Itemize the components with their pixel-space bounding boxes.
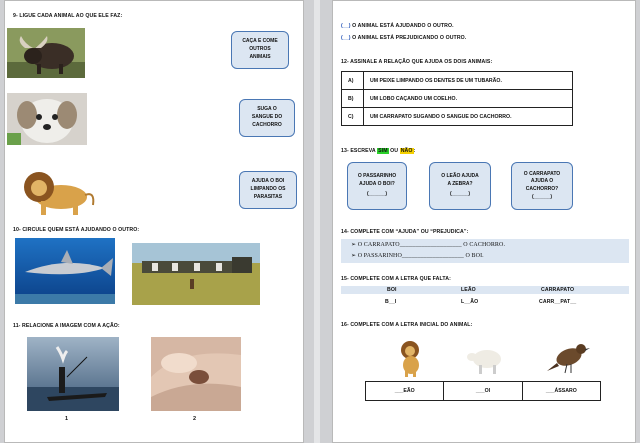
- q11-option-2[interactable]: (__) O ANIMAL ESTÁ PREJUDICANDO O OUTRO.: [341, 35, 466, 41]
- q11-option-1[interactable]: (__) O ANIMAL ESTÁ AJUDANDO O OUTRO.: [341, 23, 454, 29]
- q16-answer-1[interactable]: ___EÃO: [366, 382, 445, 400]
- q11-option-2-text: O ANIMAL ESTÁ PREJUDICANDO O OUTRO.: [352, 35, 467, 41]
- q15-header-1: BOI: [387, 287, 397, 293]
- buffalo-photo: [7, 28, 85, 78]
- q16-answer-box: ___EÃO ___OI ___ÁSSARO: [365, 381, 601, 401]
- q15-answer-1[interactable]: B__I: [385, 299, 397, 305]
- q16-answer-3[interactable]: ___ÁSSARO: [545, 388, 577, 394]
- q11-option-1-text: O ANIMAL ESTÁ AJUDANDO O OUTRO.: [352, 23, 454, 29]
- table-row[interactable]: C)UM CARRAPATO SUGANDO O SANGUE DO CACHO…: [341, 107, 573, 126]
- q14-line-1[interactable]: ➢ O CARRAPATO____________________ O CACH…: [351, 242, 506, 248]
- lion-small: [397, 339, 423, 377]
- q14-title: 14- COMPLETE COM “AJUDA” OU “PREJUDICA”:: [341, 229, 469, 235]
- q11-title: 11- RELACIONE A IMAGEM COM A AÇÃO:: [13, 323, 120, 329]
- q15-title: 15- COMPLETE COM A LETRA QUE FALTA:: [341, 276, 451, 282]
- q11-option-2-mark: (__): [341, 35, 351, 41]
- q15-answer-2[interactable]: L__ÃO: [461, 299, 479, 305]
- image-number-1: 1: [65, 416, 69, 422]
- zebras-photo[interactable]: [132, 243, 260, 305]
- no-word: NÃO: [399, 148, 414, 154]
- lion-drawing: [17, 161, 97, 219]
- dog-photo: [7, 93, 87, 145]
- q16-answer-2[interactable]: ___OI: [444, 382, 523, 400]
- q12-table: A)UM PEIXE LIMPANDO OS DENTES DE UM TUBA…: [341, 71, 573, 126]
- q15-answer-3[interactable]: CARR__PAT__: [539, 299, 577, 305]
- table-row[interactable]: B)UM LOBO CAÇANDO UM COELHO.: [341, 89, 573, 108]
- tick-on-dog-photo: [151, 337, 241, 411]
- q14-band: [341, 239, 629, 263]
- table-row[interactable]: A)UM PEIXE LIMPANDO OS DENTES DE UM TUBA…: [341, 71, 573, 90]
- q11-option-1-mark: (__): [341, 23, 351, 29]
- page-gutter: [314, 0, 320, 443]
- q12-title: 12- ASSINALE A RELAÇÃO QUE AJUDA OS DOIS…: [341, 59, 493, 65]
- shark-photo[interactable]: [15, 238, 115, 304]
- heron-fisherman-photo: [27, 337, 119, 411]
- image-number-2: 2: [193, 416, 197, 422]
- q16-title: 16- COMPLETE COM A LETRA INICIAL DO ANIM…: [341, 322, 473, 328]
- yes-word: SIM: [377, 148, 389, 154]
- q13-title: 13- ESCREVA SIM OU NÃO:: [341, 148, 416, 154]
- q10-title: 10- CIRCULE QUEM ESTÁ AJUDANDO O OUTRO:: [13, 227, 140, 233]
- q14-line-2[interactable]: ➢ O PASSARINHO____________________ O BOI…: [351, 253, 484, 259]
- bird-small: [545, 339, 591, 375]
- q15-header-3: CARRAPATO: [541, 287, 575, 293]
- q15-header-2: LEÃO: [461, 287, 476, 293]
- worksheet-page-right: (__) O ANIMAL ESTÁ AJUDANDO O OUTRO. (__…: [332, 0, 636, 443]
- worksheet-page-left: 9- LIGUE CADA ANIMAL AO QUE ELE FAZ: CAÇ…: [4, 0, 304, 443]
- sheep-small: [465, 345, 505, 375]
- q15-header-band: [341, 286, 629, 294]
- q9-title: 9- LIGUE CADA ANIMAL AO QUE ELE FAZ:: [13, 13, 123, 19]
